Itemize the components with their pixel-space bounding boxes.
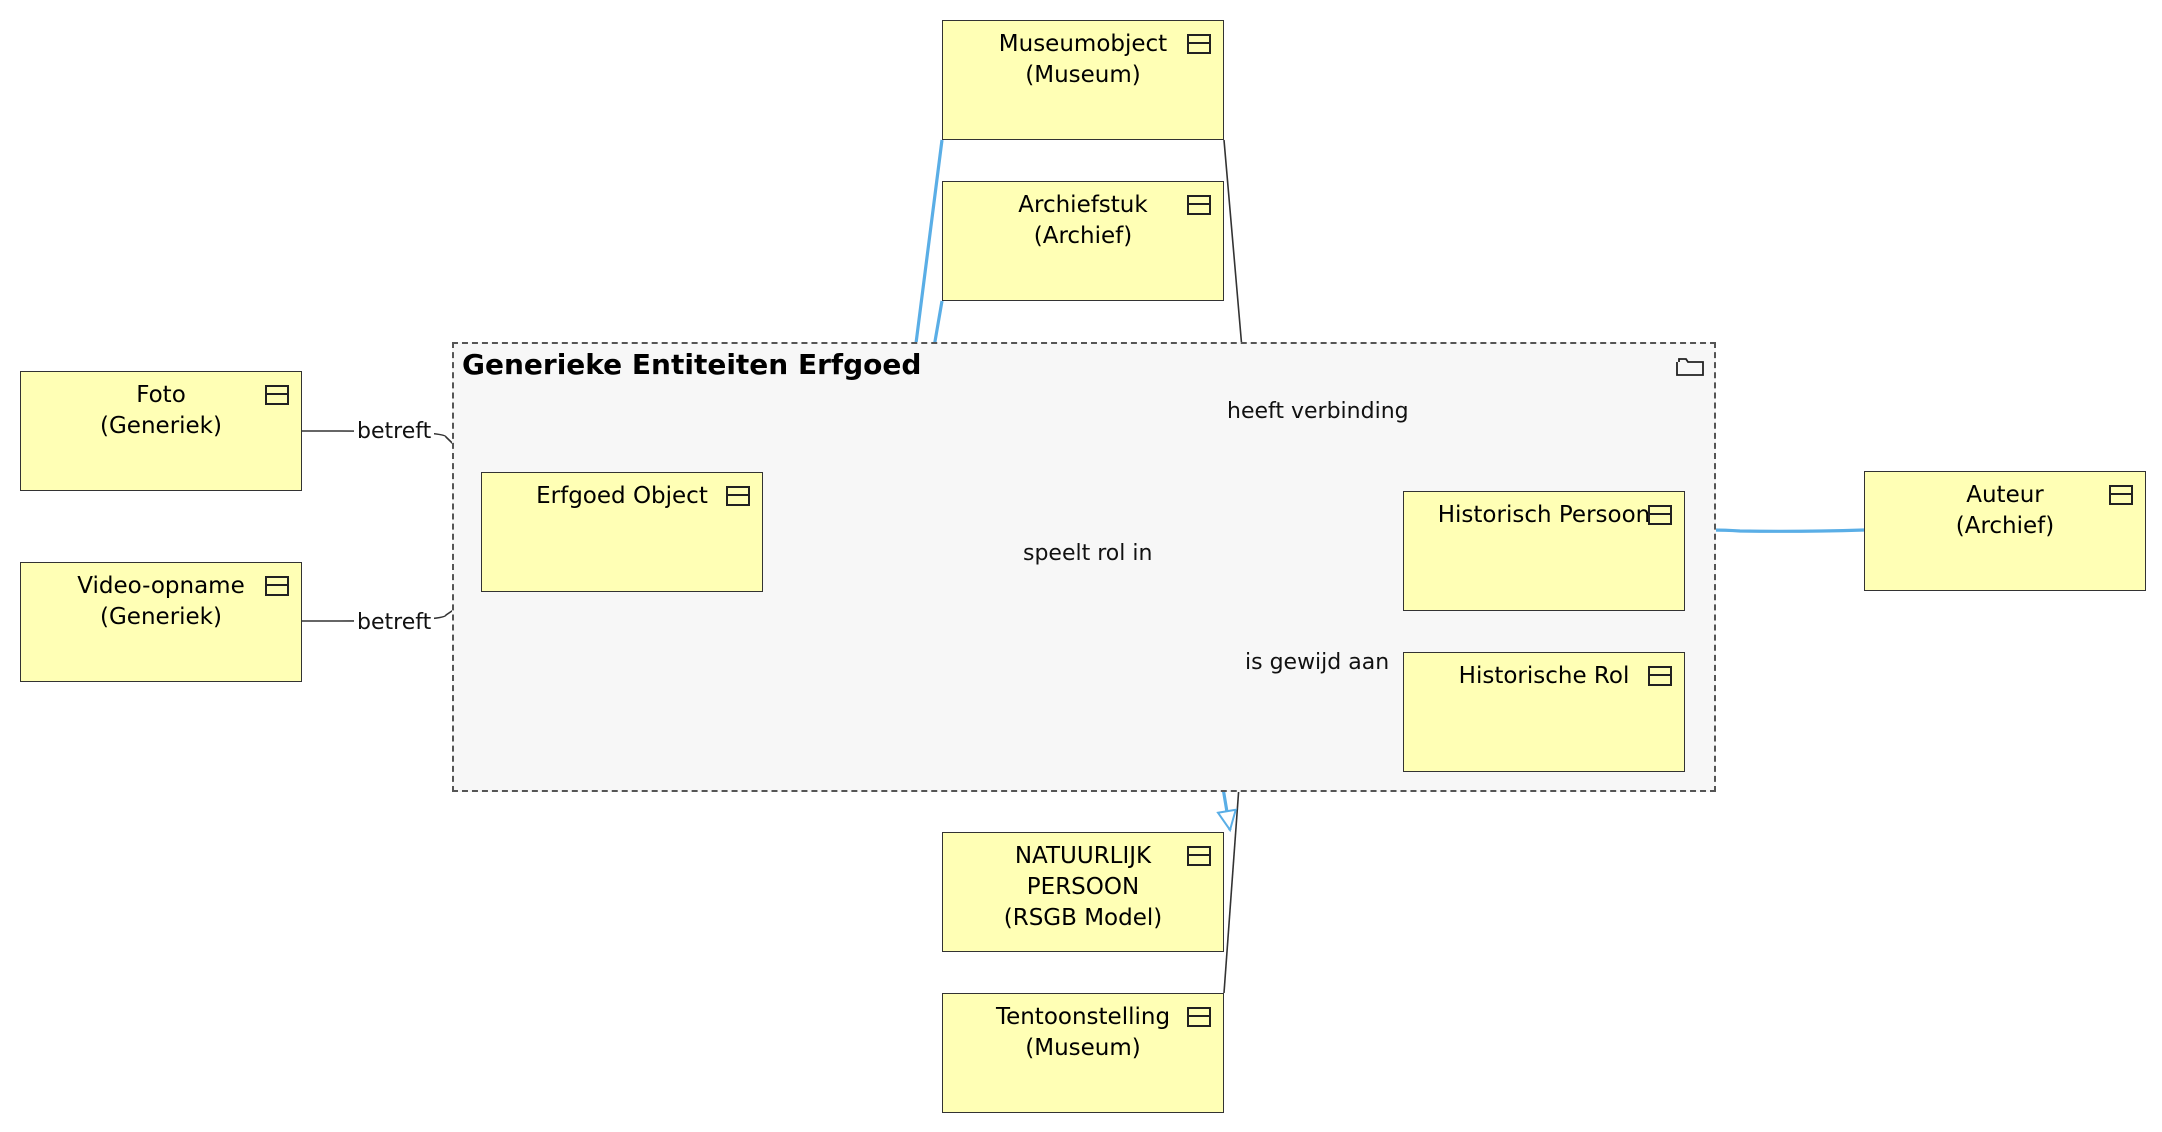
- edge-label-heeft-verbinding: heeft verbinding: [1224, 399, 1412, 425]
- class-icon: [2109, 485, 2133, 505]
- class-label: Archiefstuk (Archief): [1018, 192, 1148, 249]
- class-tentoonstelling[interactable]: Tentoonstelling (Museum): [942, 993, 1224, 1113]
- class-foto[interactable]: Foto (Generiek): [20, 371, 302, 491]
- class-label: Erfgoed Object: [536, 483, 708, 509]
- class-icon: [265, 385, 289, 405]
- class-icon: [1648, 666, 1672, 686]
- edge-label-speelt-rol-in: speelt rol in: [1020, 541, 1156, 567]
- class-video-opname[interactable]: Video-opname (Generiek): [20, 562, 302, 682]
- class-label: Historisch Persoon: [1437, 502, 1651, 528]
- edge-label-video-betreft: betreft: [354, 610, 435, 636]
- class-icon: [1187, 1007, 1211, 1027]
- class-label: Foto (Generiek): [100, 382, 222, 439]
- edge-label-foto-betreft: betreft: [354, 419, 435, 445]
- class-historisch-persoon[interactable]: Historisch Persoon: [1403, 491, 1685, 611]
- class-icon: [1648, 505, 1672, 525]
- class-icon: [265, 576, 289, 596]
- class-label: Auteur (Archief): [1955, 482, 2055, 539]
- folder-icon: [1676, 358, 1704, 376]
- class-label: Video-opname (Generiek): [77, 573, 245, 630]
- class-archiefstuk[interactable]: Archiefstuk (Archief): [942, 181, 1224, 301]
- edge-label-is-gewijd-aan: is gewijd aan: [1242, 650, 1393, 676]
- class-icon: [726, 486, 750, 506]
- class-historische-rol[interactable]: Historische Rol: [1403, 652, 1685, 772]
- class-label: NATUURLIJK PERSOON (RSGB Model): [1003, 843, 1163, 931]
- class-icon: [1187, 846, 1211, 866]
- class-label: Tentoonstelling (Museum): [995, 1004, 1171, 1061]
- class-label: Museumobject (Museum): [998, 31, 1168, 88]
- class-icon: [1187, 34, 1211, 54]
- class-natuurlijk-persoon[interactable]: NATUURLIJK PERSOON (RSGB Model): [942, 832, 1224, 952]
- class-museumobject[interactable]: Museumobject (Museum): [942, 20, 1224, 140]
- class-auteur[interactable]: Auteur (Archief): [1864, 471, 2146, 591]
- class-icon: [1187, 195, 1211, 215]
- class-erfgoed-object[interactable]: Erfgoed Object: [481, 472, 763, 592]
- package-title: Generieke Entiteiten Erfgoed: [462, 348, 922, 381]
- class-label: Historische Rol: [1458, 663, 1630, 689]
